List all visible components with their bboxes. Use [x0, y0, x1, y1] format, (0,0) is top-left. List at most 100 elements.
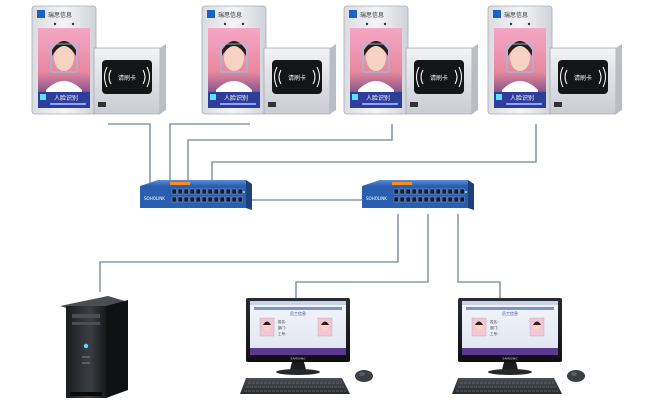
switch-port-icon: [201, 188, 207, 195]
switch-port-icon: [189, 196, 195, 203]
hair-shape: [321, 321, 329, 325]
hair-shape: [508, 41, 532, 56]
hair-shape: [222, 41, 246, 56]
switch-port-icon: [195, 196, 201, 203]
switch-power-led: [243, 191, 245, 193]
taskbar: [462, 348, 558, 355]
port-icon: [410, 102, 418, 107]
screen-text-line: [220, 103, 256, 105]
switch-port-icon: [447, 188, 453, 195]
switch-port-icon: [399, 188, 405, 195]
switch-top: [362, 180, 468, 186]
port-icon: [268, 102, 276, 107]
nfc-wave-icon: [560, 66, 568, 88]
switch-port-icon: [225, 196, 231, 203]
sensor-icon: [71, 22, 75, 26]
switch-port-icon: [177, 196, 183, 203]
terminals-layer: 瑞思信息人脸识别请刷卡瑞思信息人脸识别请刷卡瑞思信息人脸识别请刷卡瑞思信息人脸识…: [31, 5, 622, 115]
switch-top: [140, 180, 246, 186]
switch-port-icon: [213, 188, 219, 195]
field-dept-label: 部门：: [278, 325, 289, 330]
shoulders-shape: [502, 81, 538, 94]
person-face-icon: [366, 45, 386, 71]
port-icon: [98, 102, 106, 107]
sensor-icon: [527, 22, 531, 26]
switch-port-icon: [231, 196, 237, 203]
switch-port-icon: [393, 188, 399, 195]
mouse-wheel: [359, 372, 365, 376]
monitor-brand-label: SAMSUNG: [502, 357, 518, 361]
card-reader-panel: [272, 60, 322, 94]
reader-label: 请刷卡: [430, 74, 448, 82]
card-reader-panel: [102, 60, 152, 94]
nfc-wave-icon: [274, 66, 282, 88]
shoulders-shape: [216, 81, 252, 94]
shoulders-shape: [358, 81, 394, 94]
hair-shape: [364, 41, 388, 56]
monitor-stand: [290, 362, 306, 370]
switch-port-icon: [219, 188, 225, 195]
card-reader-panel: [414, 60, 464, 94]
brand-logo-icon: [37, 10, 45, 18]
switch-port-icon: [207, 188, 213, 195]
switch-port-icon: [195, 188, 201, 195]
switch-port-icon: [441, 188, 447, 195]
face-detect-frame: [50, 43, 78, 73]
switch-port-icon: [417, 188, 423, 195]
status-icon: [352, 94, 358, 100]
status-icon: [210, 94, 216, 100]
hair-shape: [475, 321, 483, 325]
card-reader-panel: [558, 60, 608, 94]
switch-port-icon: [435, 196, 441, 203]
switch-port-icon: [423, 196, 429, 203]
switch-port-icon: [171, 188, 177, 195]
field-id-label: 工号：: [490, 331, 501, 336]
switch-port-icon: [447, 196, 453, 203]
switch-port-icon: [177, 188, 183, 195]
switch-port-icon: [459, 188, 465, 195]
server-tower-icon: [60, 296, 128, 398]
switch-port-icon: [405, 196, 411, 203]
switch-port-icon: [201, 196, 207, 203]
cable-to-workstation-1: [295, 214, 429, 298]
nfc-wave-icon: [142, 66, 150, 88]
sensor-icon: [383, 22, 387, 26]
switch-side: [246, 180, 252, 210]
keyboard-icon: [452, 378, 562, 394]
switch-port-icon: [453, 188, 459, 195]
switch-port-icon: [207, 196, 213, 203]
switch-led-strip: [170, 182, 190, 185]
switch-port-icon: [183, 196, 189, 203]
card-reader-side: [330, 44, 336, 114]
reader-label: 请刷卡: [574, 74, 592, 82]
switch-port-icon: [189, 188, 195, 195]
hair-shape: [533, 321, 541, 325]
field-dept-label: 部门：: [490, 325, 501, 330]
camera-icon: [223, 22, 227, 26]
window-menu-bar: [254, 307, 342, 310]
face-detect-frame: [362, 43, 390, 73]
switch-port-icon: [237, 188, 243, 195]
screen-label: 人脸识别: [510, 94, 534, 102]
switch-port-icon: [423, 188, 429, 195]
screen-text-line: [362, 103, 398, 105]
switch-port-icon: [411, 196, 417, 203]
camera-icon: [509, 22, 513, 26]
switch-port-icon: [429, 196, 435, 203]
reader-label: 请刷卡: [118, 74, 136, 82]
monitor-stand: [502, 362, 518, 370]
taskbar: [250, 348, 346, 355]
reader-label: 请刷卡: [288, 74, 306, 82]
network-switch-1: SOHOLINK: [140, 180, 252, 210]
nfc-wave-icon: [598, 66, 606, 88]
hair-shape: [263, 321, 271, 325]
card-reader-side: [160, 44, 166, 114]
shoulders-shape: [46, 81, 82, 94]
screen-text-line: [50, 103, 86, 105]
face-detect-frame: [506, 43, 534, 73]
person-face-icon: [54, 45, 74, 71]
window-title: 员工信息: [502, 310, 518, 316]
